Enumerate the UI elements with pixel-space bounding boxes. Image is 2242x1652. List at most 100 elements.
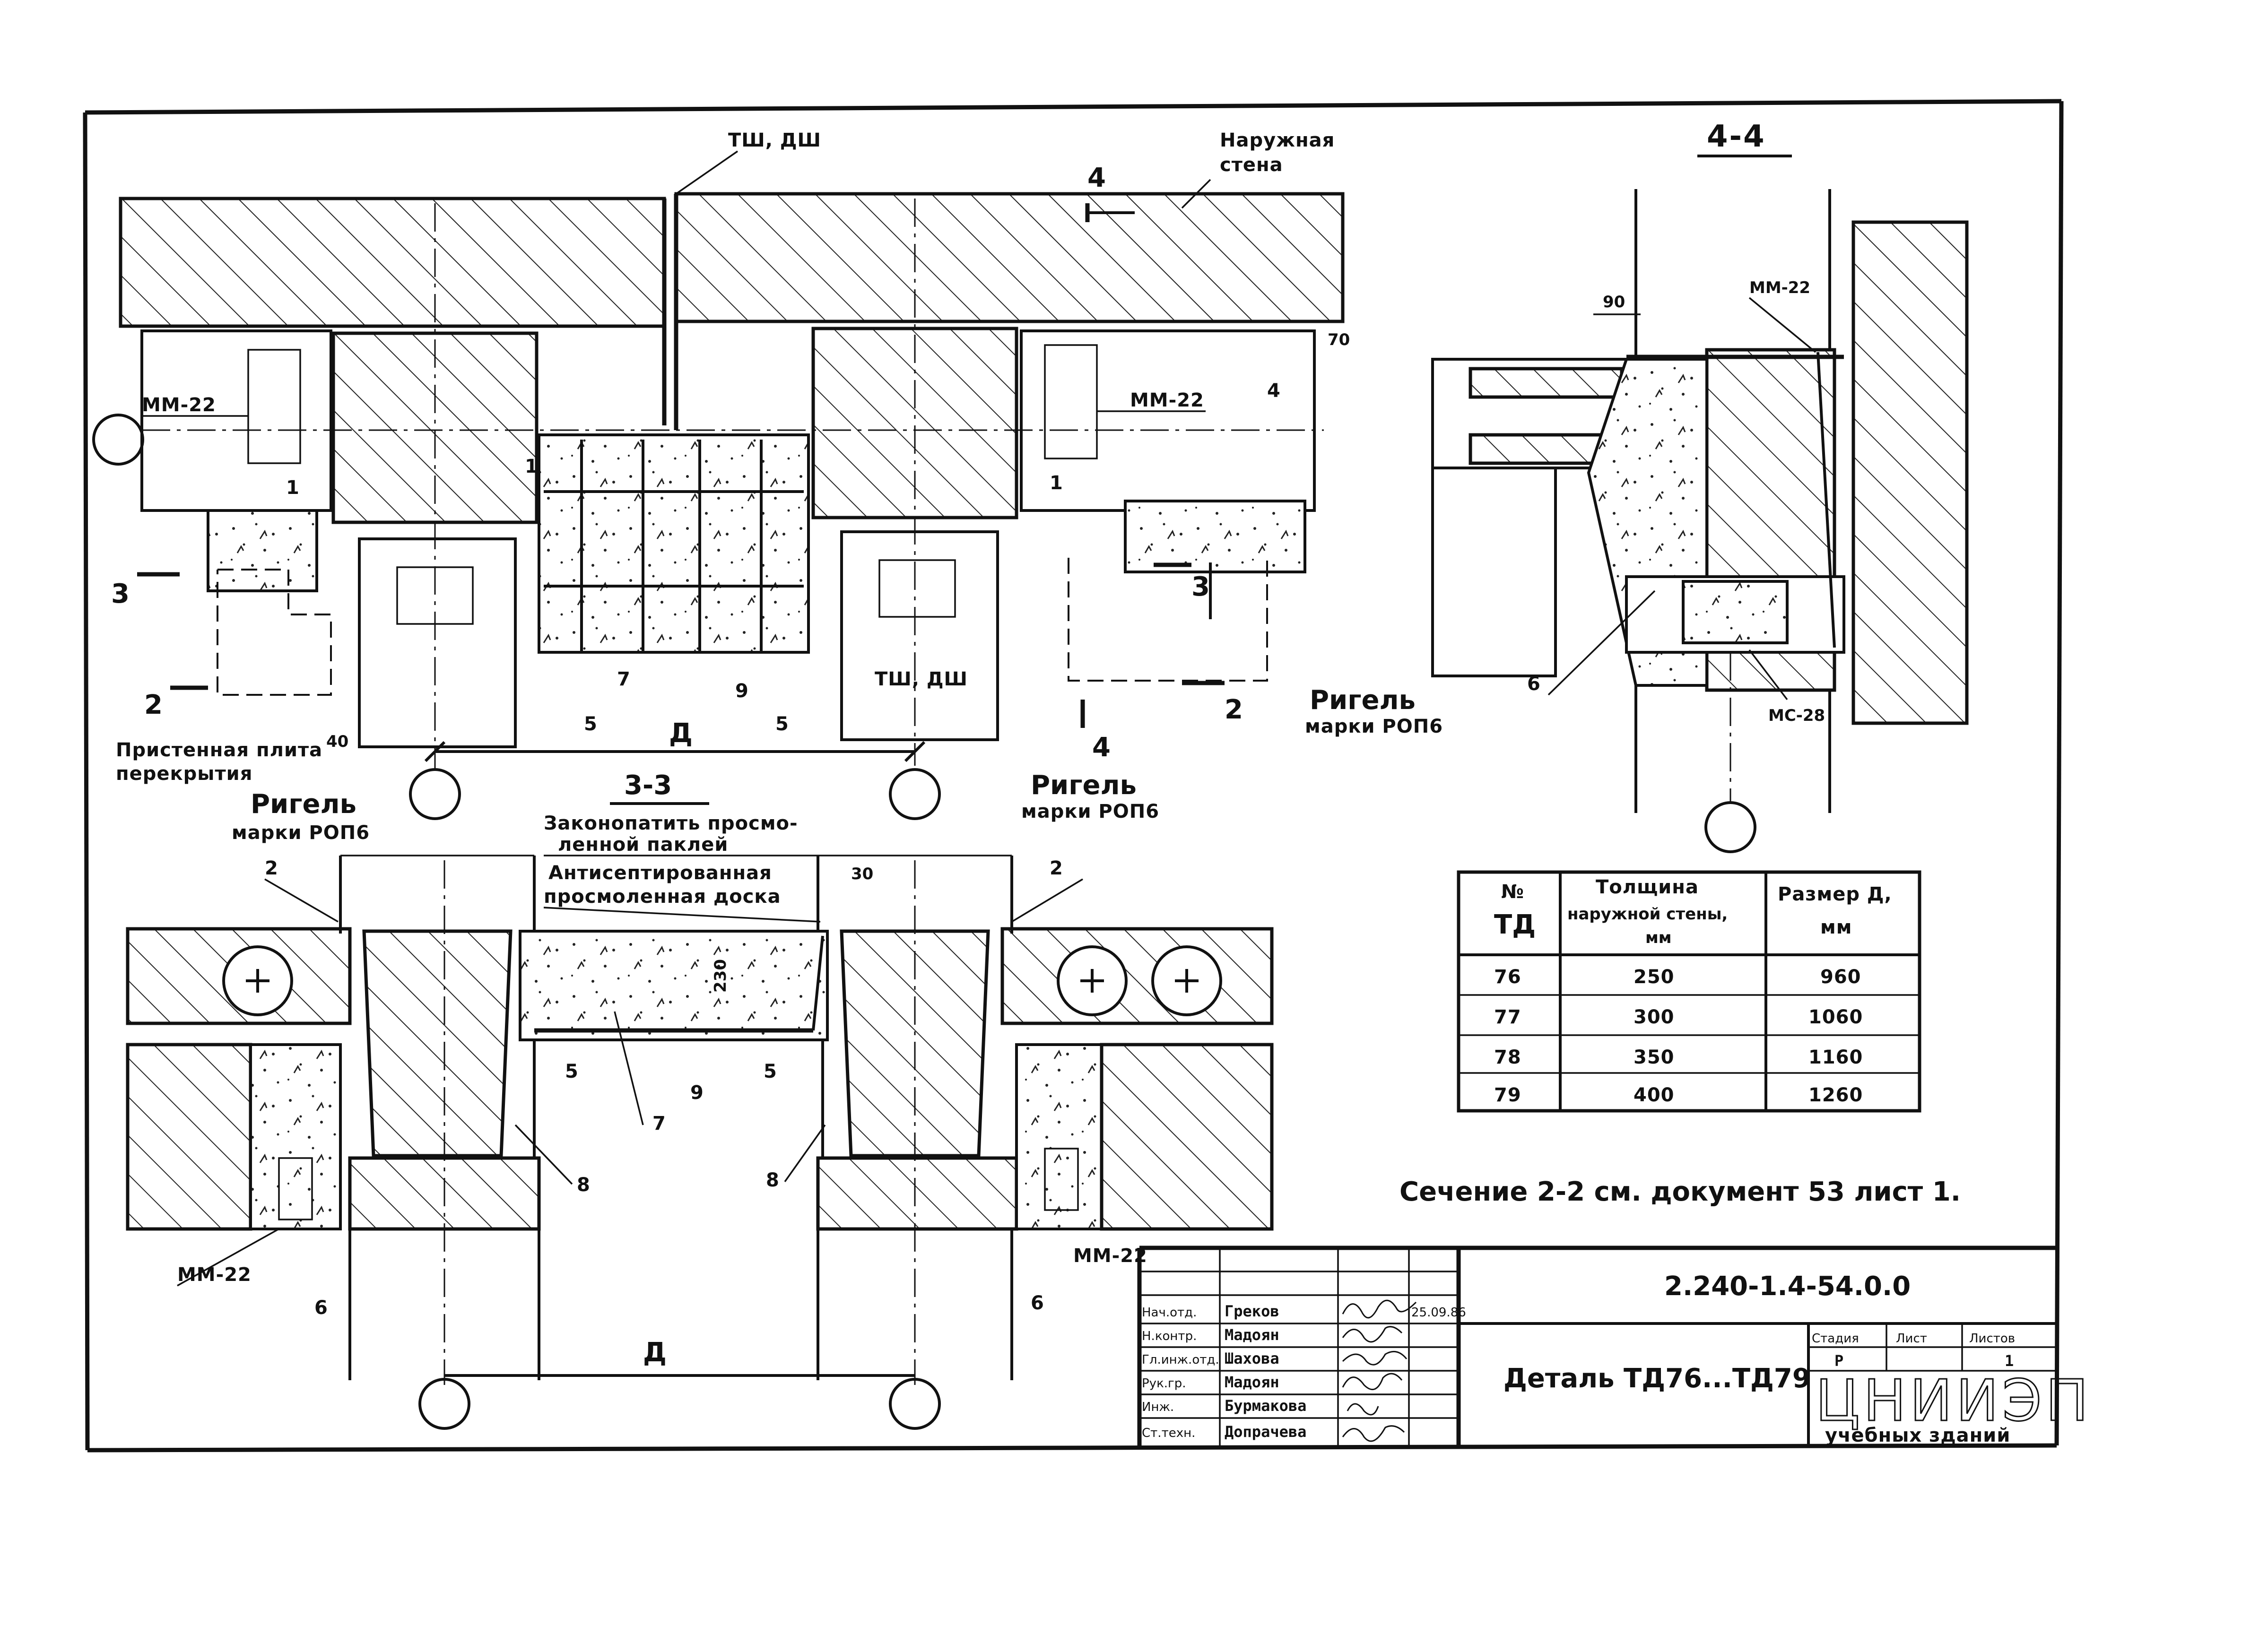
section33-callout-8a: 8 bbox=[577, 1174, 591, 1196]
concrete-infill bbox=[538, 433, 810, 654]
section33-callout-9: 9 bbox=[690, 1082, 704, 1104]
org-logo: ЦНИИЭП bbox=[1816, 1368, 2092, 1434]
table-cell-r1-size: 960 bbox=[1820, 966, 1861, 988]
slab-label-1: Пристенная плита bbox=[116, 739, 322, 761]
section44-outer-wall bbox=[1851, 220, 1969, 725]
callout-9: 9 bbox=[735, 680, 749, 702]
staff-name-3: Шахова bbox=[1225, 1349, 1279, 1367]
section44-callout-6: 6 bbox=[1527, 673, 1541, 695]
sheet-header: Лист bbox=[1896, 1332, 1927, 1346]
beam-label-right-1: Ригель bbox=[1310, 685, 1416, 716]
outer-wall-right bbox=[674, 192, 1345, 323]
outer-wall-label-2: стена bbox=[1220, 154, 1283, 176]
cut-mark-4-top: 4 bbox=[1087, 163, 1106, 193]
staff-name-6: Допрачева bbox=[1225, 1423, 1306, 1441]
staff-name-4: Мадоян bbox=[1225, 1373, 1279, 1391]
section33-anchor-right: ММ-22 bbox=[1073, 1245, 1147, 1267]
table-cell-r1-td: 76 bbox=[1494, 966, 1521, 988]
callout-5b: 5 bbox=[775, 713, 789, 735]
table-cell-r2-size: 1060 bbox=[1808, 1006, 1863, 1028]
beam-label-mid-2: марки РОП6 bbox=[1021, 801, 1159, 822]
callout-7: 7 bbox=[617, 668, 631, 690]
outer-wall-label-1: Наружная bbox=[1220, 130, 1335, 151]
section33-callout-2a: 2 bbox=[265, 857, 278, 879]
section33-callout-5b: 5 bbox=[764, 1061, 777, 1082]
sheets-value: 1 bbox=[2005, 1352, 2014, 1370]
staff-role-5: Инж. bbox=[1142, 1400, 1174, 1414]
sheets-header: Листов bbox=[1969, 1332, 2015, 1346]
axis-bubble-plan-2 bbox=[409, 768, 461, 820]
dim-40: 40 bbox=[326, 732, 348, 751]
table-header-thickness-2: наружной стены, bbox=[1567, 905, 1728, 924]
staff-role-3: Гл.инж.отд. bbox=[1142, 1353, 1219, 1367]
callout-1b: 1 bbox=[525, 456, 539, 477]
table-cell-r2-thickness: 300 bbox=[1634, 1006, 1675, 1028]
sign-date: 25.09.86 bbox=[1411, 1306, 1466, 1320]
section33-callout-6a: 6 bbox=[314, 1297, 328, 1319]
signature-scribbles bbox=[1342, 1299, 1417, 1442]
staff-role-4: Рук.гр. bbox=[1142, 1376, 1186, 1391]
table-cell-r2-td: 77 bbox=[1494, 1006, 1521, 1028]
anchor-plate-left bbox=[247, 349, 301, 464]
table-cell-r4-td: 79 bbox=[1494, 1084, 1521, 1106]
plan-view bbox=[92, 192, 1345, 820]
stage-value: Р bbox=[1834, 1352, 1843, 1370]
beam-label-left-1: Ригель bbox=[251, 789, 356, 820]
section44-anchor-top: ММ-22 bbox=[1749, 278, 1810, 297]
staff-name-1: Греков bbox=[1225, 1302, 1279, 1320]
staff-role-1: Нач.отд. bbox=[1142, 1306, 1197, 1320]
callout-5a: 5 bbox=[584, 713, 598, 735]
section33-dim-30: 30 bbox=[851, 865, 873, 883]
section-44-title: 4-4 bbox=[1707, 119, 1766, 154]
cut-mark-3-left: 3 bbox=[111, 579, 130, 609]
axis-bubble-33-right bbox=[889, 1378, 941, 1430]
section33-infill bbox=[519, 930, 829, 1041]
callout-1c: 1 bbox=[1050, 472, 1063, 494]
staff-name-2: Мадоян bbox=[1225, 1326, 1279, 1344]
thickness-table bbox=[1457, 870, 1921, 1113]
slab-right bbox=[1020, 329, 1316, 512]
section-2-2-note: Сечение 2-2 см. документ 53 лист 1. bbox=[1399, 1176, 1961, 1207]
table-cell-r1-thickness: 250 bbox=[1634, 966, 1675, 988]
section44-dim-90: 90 bbox=[1603, 293, 1625, 311]
table-header-size-1: Размер Д, bbox=[1778, 883, 1892, 905]
section33-column-left bbox=[362, 929, 513, 1158]
slab-label-2: перекрытия bbox=[116, 763, 252, 785]
dim-D-plan: Д bbox=[669, 718, 693, 749]
section33-callout-8b: 8 bbox=[766, 1169, 780, 1191]
outer-wall-left bbox=[119, 197, 666, 328]
section-3-3 bbox=[126, 855, 1274, 1430]
cut-mark-2-left: 2 bbox=[144, 690, 163, 720]
table-cell-r4-size: 1260 bbox=[1808, 1084, 1863, 1106]
staff-name-5: Бурмакова bbox=[1225, 1397, 1306, 1415]
table-header-size-2: мм bbox=[1820, 917, 1852, 938]
anchor-label-right: ММ-22 bbox=[1130, 389, 1204, 411]
title-block bbox=[1137, 1245, 2057, 1446]
joint-label-bottom: ТШ, ДШ bbox=[875, 668, 968, 690]
section33-note2-line2: просмоленная доска bbox=[544, 886, 781, 908]
axis-bubble-33-left bbox=[418, 1378, 470, 1430]
section33-note2-line1: Антисептированная bbox=[548, 862, 772, 884]
section44-anchor-bottom: МС-28 bbox=[1768, 706, 1825, 725]
staff-role-2: Н.контр. bbox=[1142, 1329, 1197, 1343]
drawing-title: Деталь ТД76...ТД79 bbox=[1503, 1363, 1811, 1394]
axis-bubble-44 bbox=[1704, 801, 1756, 853]
sheet-frame bbox=[83, 99, 2064, 1453]
section33-callout-6b: 6 bbox=[1031, 1292, 1044, 1314]
section-33-title: 3-3 bbox=[624, 770, 672, 801]
anchor-plate-right bbox=[1044, 344, 1098, 459]
cut-mark-2-right: 2 bbox=[1225, 694, 1243, 725]
section33-callout-5a: 5 bbox=[565, 1061, 579, 1082]
stage-header: Стадия bbox=[1812, 1332, 1859, 1346]
cut-mark-3-right: 3 bbox=[1191, 571, 1210, 602]
section33-dim-230: 230 bbox=[711, 959, 730, 993]
axis-bubble-plan-3 bbox=[889, 768, 941, 820]
section33-dim-D: Д bbox=[643, 1337, 667, 1368]
table-cell-r4-thickness: 400 bbox=[1634, 1084, 1675, 1106]
section33-anchor-left: ММ-22 bbox=[177, 1264, 252, 1286]
table-header-number-1: № bbox=[1501, 881, 1524, 903]
beam-label-mid-1: Ригель bbox=[1031, 770, 1137, 801]
doc-code: 2.240-1.4-54.0.0 bbox=[1664, 1271, 1911, 1302]
table-header-thickness-1: Толщина bbox=[1596, 876, 1699, 898]
